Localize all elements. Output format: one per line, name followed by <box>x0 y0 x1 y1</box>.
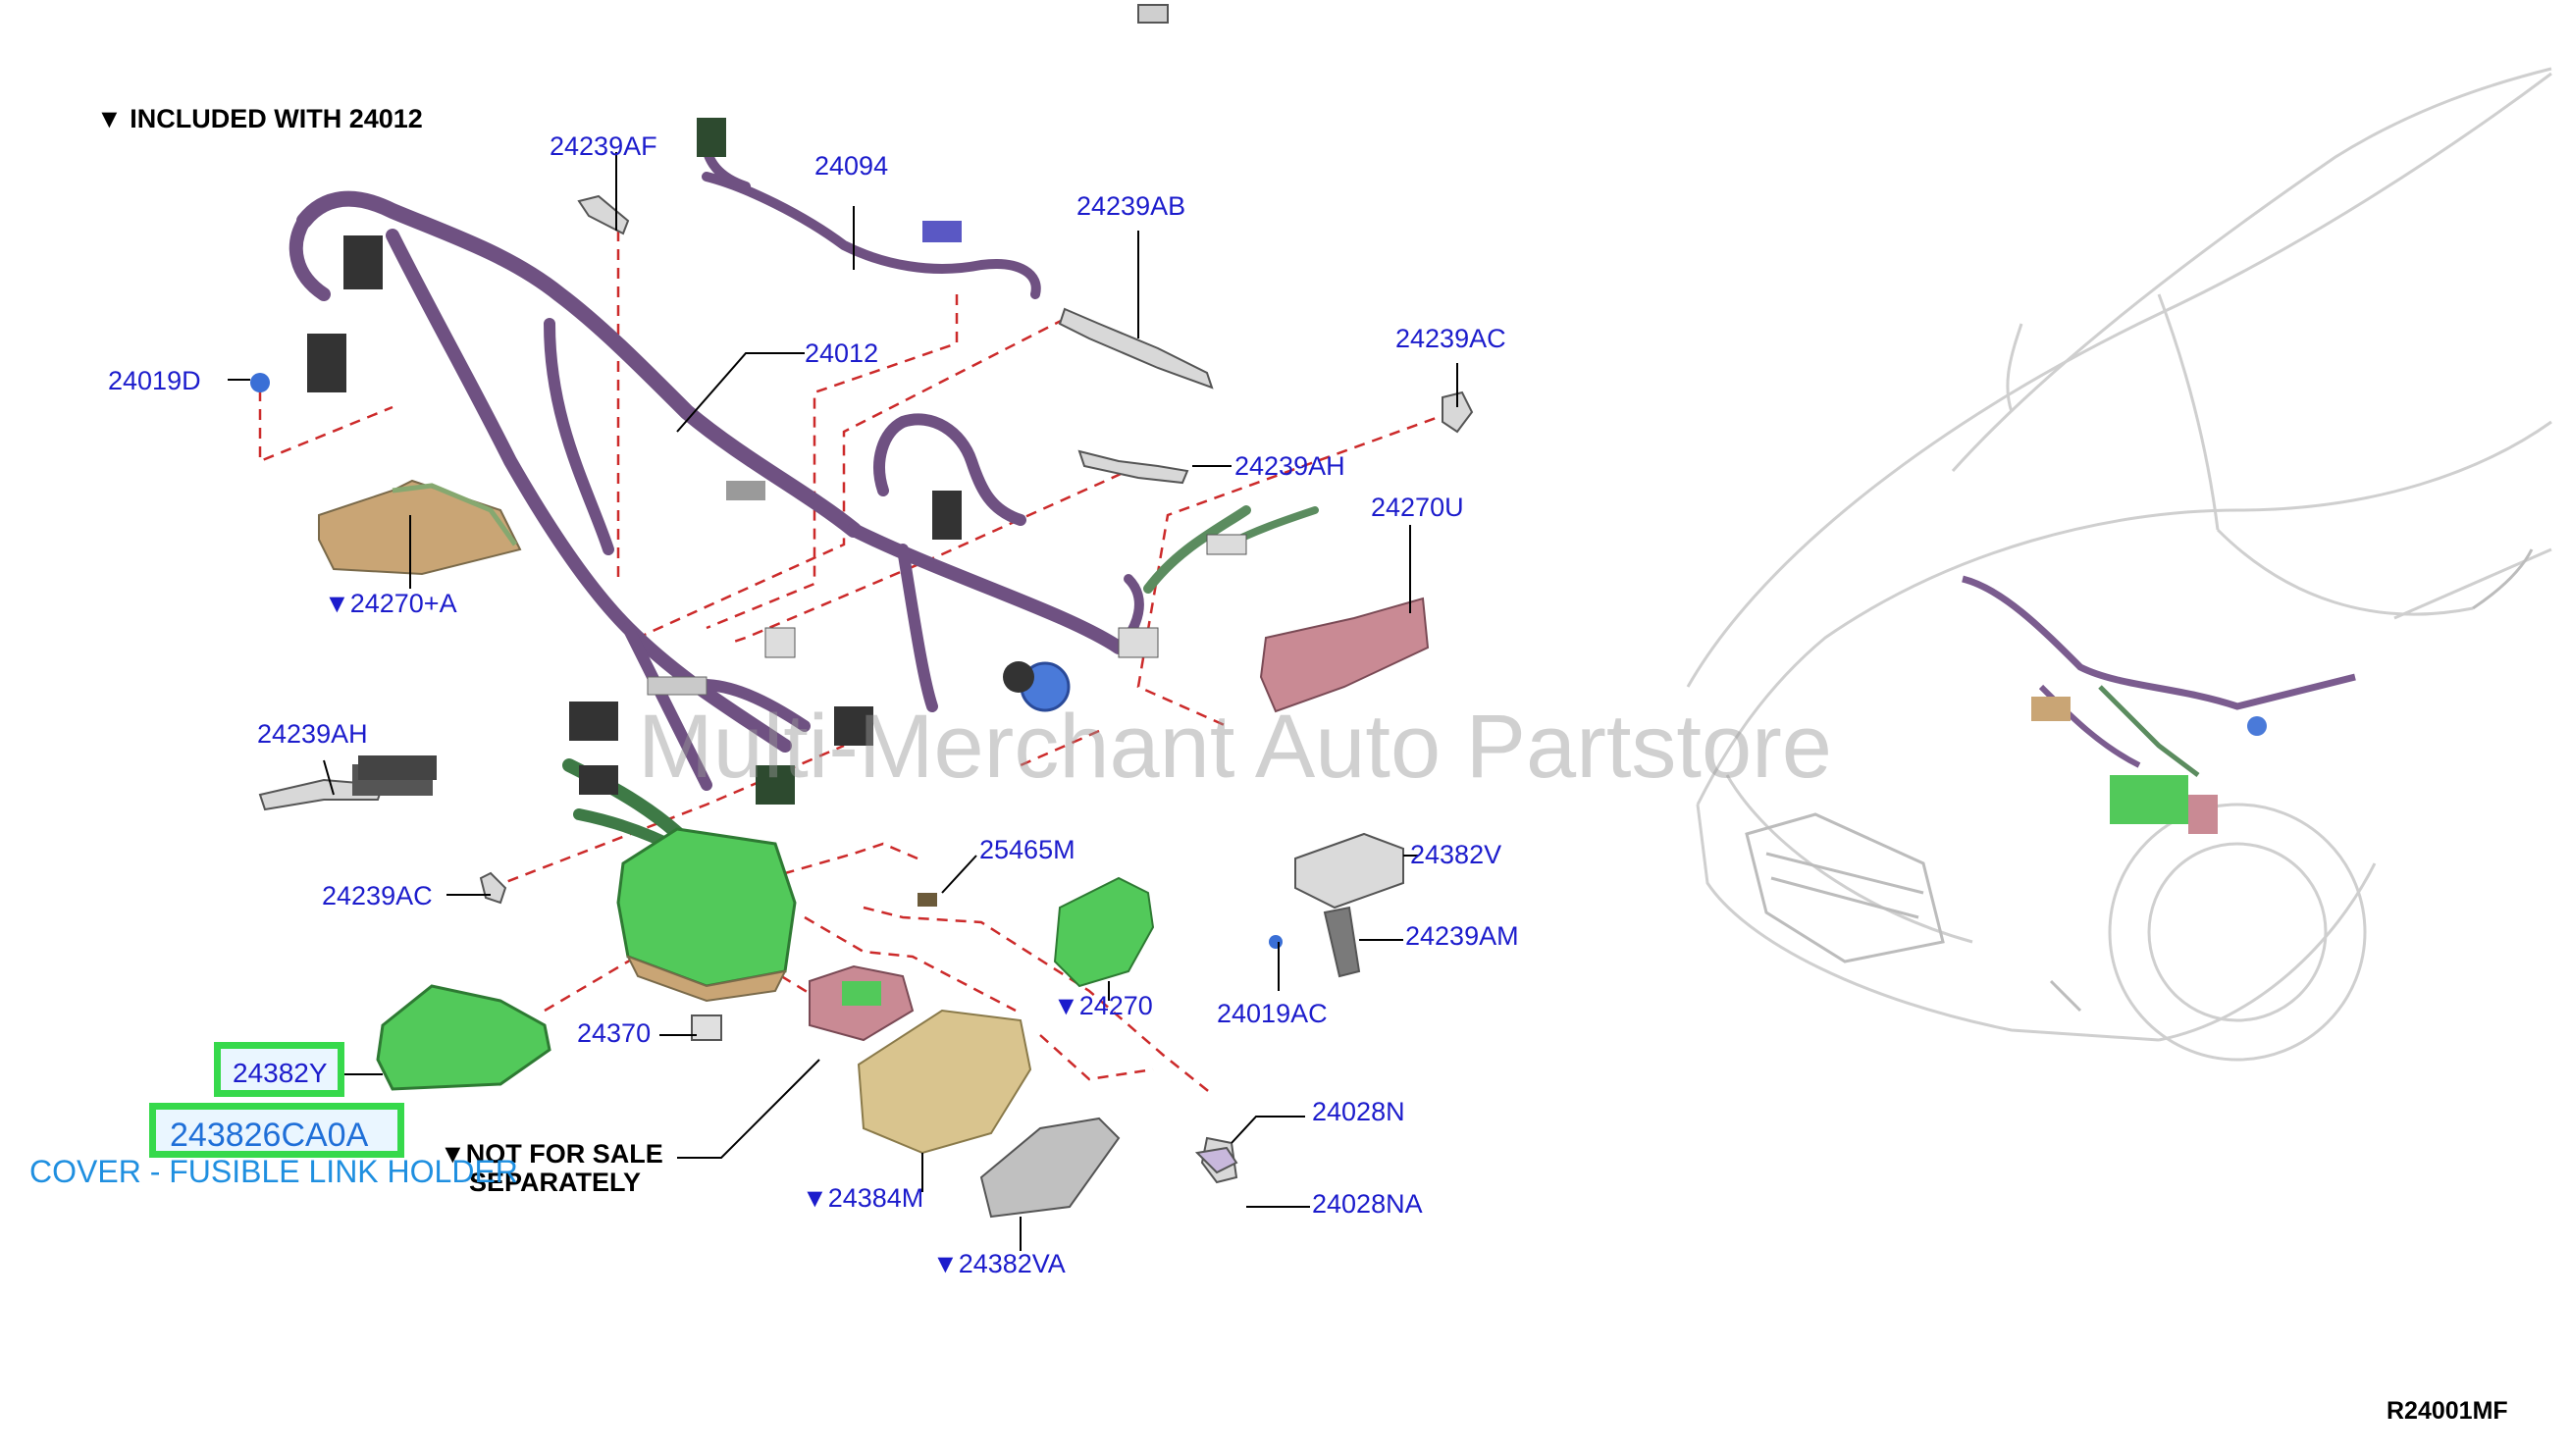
highlighted-partnumber-box[interactable]: 243826CA0A <box>149 1103 404 1158</box>
part-description: COVER - FUSIBLE LINK HOLDER <box>29 1154 518 1189</box>
part-label-24239AM[interactable]: 24239AM <box>1405 921 1519 951</box>
part-label-24012[interactable]: 24012 <box>805 338 879 368</box>
watermark: Multi-Merchant Auto Partstore <box>638 697 1832 797</box>
highlighted-part-box[interactable]: 24382Y <box>214 1042 344 1097</box>
component-blocks <box>318 479 1430 1219</box>
part-label-24239AH-left[interactable]: 24239AH <box>257 719 368 749</box>
part-label-24239AC-top[interactable]: 24239AC <box>1395 324 1506 353</box>
not-for-sale-note-line1: ▼NOT FOR SALE <box>440 1139 663 1169</box>
part-label-24028N[interactable]: 24028N <box>1312 1097 1405 1126</box>
part-label-24382VA[interactable]: ▼24382VA <box>932 1249 1066 1278</box>
leader-lines-dashed <box>258 231 1453 1095</box>
included-with-note: ▼ INCLUDED WITH 24012 <box>96 104 423 133</box>
highlighted-part-label: 24382Y <box>233 1058 328 1088</box>
not-for-sale-note-line2: SEPARATELY <box>469 1168 642 1197</box>
part-label-24019AC[interactable]: 24019AC <box>1217 999 1328 1028</box>
part-label-24094[interactable]: 24094 <box>814 151 889 181</box>
highlighted-partnumber: 243826CA0A <box>170 1117 369 1154</box>
leader-lines-solid <box>228 152 1458 1251</box>
car-outline-illustration <box>1686 67 2552 1062</box>
part-label-24019D[interactable]: 24019D <box>108 366 201 395</box>
part-label-24270-plus-A[interactable]: ▼24270+A <box>324 589 457 618</box>
part-label-25465M[interactable]: 25465M <box>979 835 1075 864</box>
car-harness-thumbnail <box>1962 575 2356 834</box>
part-label-24270U[interactable]: 24270U <box>1371 493 1464 522</box>
brackets <box>258 4 1474 1184</box>
part-label-24384M[interactable]: ▼24384M <box>802 1183 924 1213</box>
harness-connectors <box>250 118 1283 949</box>
part-label-24370[interactable]: 24370 <box>577 1018 652 1048</box>
diagram-code: R24001MF <box>2386 1397 2508 1425</box>
part-label-24239AF[interactable]: 24239AF <box>550 131 657 161</box>
part-label-24028NA[interactable]: 24028NA <box>1312 1189 1423 1219</box>
part-label-24239AB[interactable]: 24239AB <box>1076 191 1186 221</box>
part-label-24239AH-top[interactable]: 24239AH <box>1234 451 1345 481</box>
part-label-24239AC-left[interactable]: 24239AC <box>322 881 433 910</box>
part-label-24270[interactable]: ▼24270 <box>1053 991 1153 1020</box>
part-label-24382V[interactable]: 24382V <box>1410 840 1502 869</box>
